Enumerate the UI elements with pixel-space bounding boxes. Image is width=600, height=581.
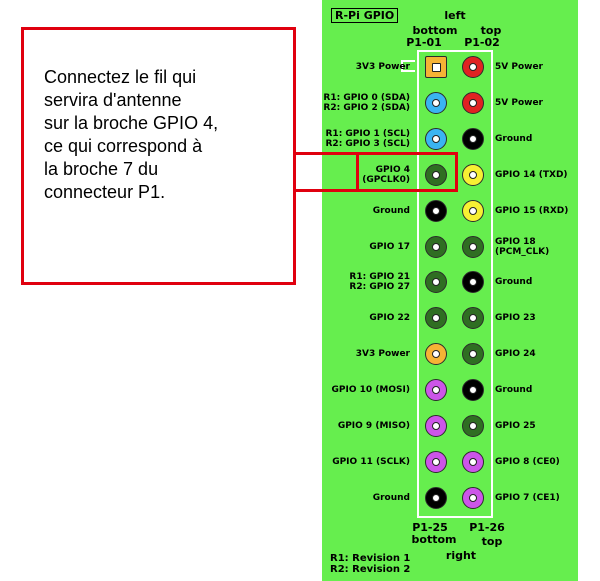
pin-label-left: GPIO 9 (MISO) (337, 421, 410, 431)
pin-ground (425, 199, 447, 222)
footer-pin-p1-25-label: P1-25 (412, 521, 448, 534)
header-left-label: left (444, 9, 466, 22)
pin-gpio-10-mosi (425, 379, 447, 402)
header-pin-p1-01-label: P1-01 (406, 36, 442, 49)
pin-5v-power (462, 91, 484, 114)
instruction-callout-box: Connectez le fil qui servira d'antenne s… (21, 27, 296, 285)
pin-gpio-7-ce1 (462, 486, 484, 509)
pin-ground (425, 486, 447, 509)
pin-label-left: GPIO 11 (SCLK) (332, 456, 410, 467)
footer-bottom-label: bottom (411, 533, 457, 546)
pin-3v3-power (425, 343, 447, 366)
pin-label-right: GPIO 24 (495, 349, 536, 360)
footer-right-label: right (445, 549, 477, 562)
pin-gpio-9-miso (425, 415, 447, 437)
pin-label-right: Ground (495, 277, 533, 288)
pin-ground (462, 271, 484, 294)
pin-gpclk0 (425, 163, 447, 186)
pin-label-right: GPIO 14 (TXD) (495, 169, 568, 180)
pin-gpio-25 (462, 415, 484, 437)
pin-r2-gpio-27 (425, 271, 447, 294)
pin-label-left: R1: GPIO 1 (SCL)R2: GPIO 3 (SCL) (325, 128, 411, 149)
pin-label-left: GPIO 17 (369, 241, 410, 252)
pin-label-right: 5V Power (495, 62, 543, 72)
pin-label-left: GPIO 4(GPCLK0) (362, 164, 410, 185)
callout-connector-bottom (293, 189, 359, 192)
pin-label-right: Ground (495, 385, 533, 396)
pin-label-right: 5V Power (495, 97, 543, 108)
revision-legend: R1: Revision 1 R2: Revision 2 (330, 553, 410, 575)
pin-gpio-14-txd (462, 163, 484, 186)
pin-label-right: GPIO 7 (CE1) (495, 492, 560, 503)
legend-revision-1: R1: Revision 1 (330, 553, 411, 564)
callout-connector-top (293, 152, 359, 155)
header-pin-p1-02-label: P1-02 (464, 36, 500, 49)
pin-label-right: GPIO 15 (RXD) (495, 205, 569, 216)
pin-gpio-22 (425, 307, 447, 330)
pin-header-frame (417, 50, 493, 518)
footer-pin-p1-26-label: P1-26 (469, 521, 505, 534)
pin-label-left: GPIO 10 (MOSI) (331, 385, 410, 396)
pin-3v3-power (425, 56, 447, 78)
gpio4-highlight-box (356, 152, 458, 192)
pin-label-left: GPIO 22 (369, 313, 410, 324)
pin-label-left: R1: GPIO 0 (SDA)R2: GPIO 2 (SDA) (323, 92, 410, 113)
pin-gpio-18 (462, 235, 484, 258)
pin-label-left: Ground (372, 205, 410, 216)
pin-gpio-8-ce0 (462, 450, 484, 473)
pin-label-left: 3V3 Power (355, 62, 410, 72)
pin-label-right: GPIO 25 (495, 421, 536, 431)
pin-5v-power (462, 56, 484, 78)
gpio-board-background (322, 0, 578, 581)
pin-gpio-24 (462, 343, 484, 366)
pin-label-right: Ground (495, 133, 533, 144)
pin-label-left: 3V3 Power (355, 349, 410, 360)
pin-gpio-23 (462, 307, 484, 330)
header-bottom-label: bottom (412, 24, 458, 37)
pin-r2-gpio-2-sda (425, 91, 447, 114)
pin-gpio-17 (425, 235, 447, 258)
instruction-line: connecteur P1. (44, 182, 166, 202)
pin1-marker (401, 60, 415, 72)
pin-label-right: GPIO 8 (CE0) (495, 456, 560, 467)
pin-gpio-15-rxd (462, 199, 484, 222)
pin-label-right: GPIO 23 (495, 313, 536, 324)
header-top-label: top (480, 24, 502, 37)
pin-label-left: Ground (372, 492, 410, 503)
footer-top-label: top (481, 535, 503, 548)
pin-gpio-11-sclk (425, 450, 447, 473)
board-title: R-Pi GPIO (331, 8, 399, 23)
pin-ground (462, 379, 484, 402)
pin-label-right: GPIO 18(PCM_CLK) (495, 236, 550, 257)
instruction-line: sur la broche GPIO 4, (44, 113, 219, 133)
instruction-line: Connectez le fil qui (44, 67, 197, 87)
instruction-line: ce qui correspond à (44, 136, 203, 156)
instruction-line: servira d'antenne (44, 90, 182, 110)
instruction-line: la broche 7 du (44, 159, 159, 179)
legend-revision-2: R2: Revision 2 (330, 564, 411, 575)
instruction-text: Connectez le fil qui servira d'antenne s… (44, 66, 294, 204)
pin-r2-gpio-3-scl (425, 127, 447, 150)
pin-ground (462, 127, 484, 150)
